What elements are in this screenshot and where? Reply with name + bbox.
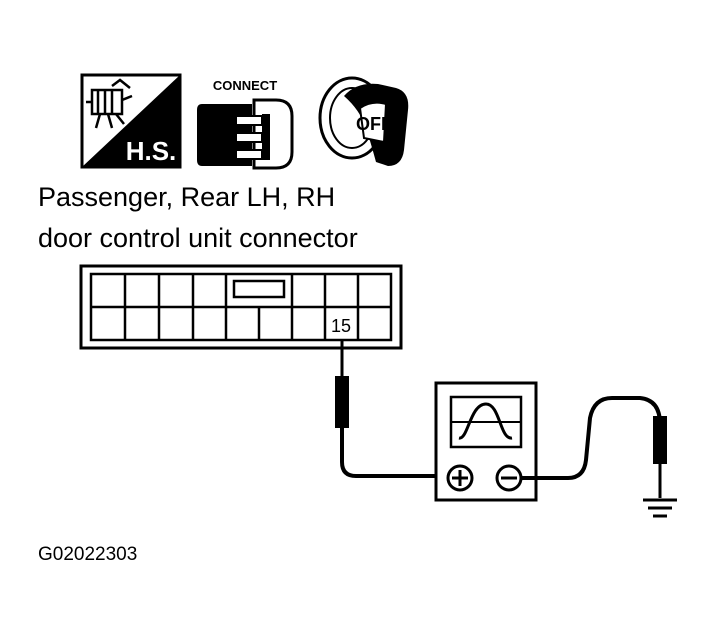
door-control-unit-connector: 15 <box>79 264 403 350</box>
ground-symbol <box>643 498 677 518</box>
positive-probe-lead <box>335 340 445 478</box>
caption-line-2: door control unit connector <box>38 223 358 253</box>
connect-icon: CONNECT <box>197 78 294 170</box>
harness-connector-icon: H.S. <box>80 73 182 169</box>
ground-probe-lead <box>521 396 667 498</box>
waveform-icon <box>458 402 513 440</box>
figure-code: G02022303 <box>38 544 137 565</box>
terminal-15-label: 15 <box>331 316 351 336</box>
oscilloscope <box>434 381 538 502</box>
negative-terminal <box>495 464 523 492</box>
harness-label: H.S. <box>126 136 177 166</box>
ignition-key-off-icon: OFF <box>318 76 409 166</box>
positive-terminal <box>446 464 474 492</box>
caption-line-1: Passenger, Rear LH, RH <box>38 182 335 212</box>
ignition-off-label: OFF <box>356 114 392 134</box>
connect-label: CONNECT <box>213 78 277 93</box>
